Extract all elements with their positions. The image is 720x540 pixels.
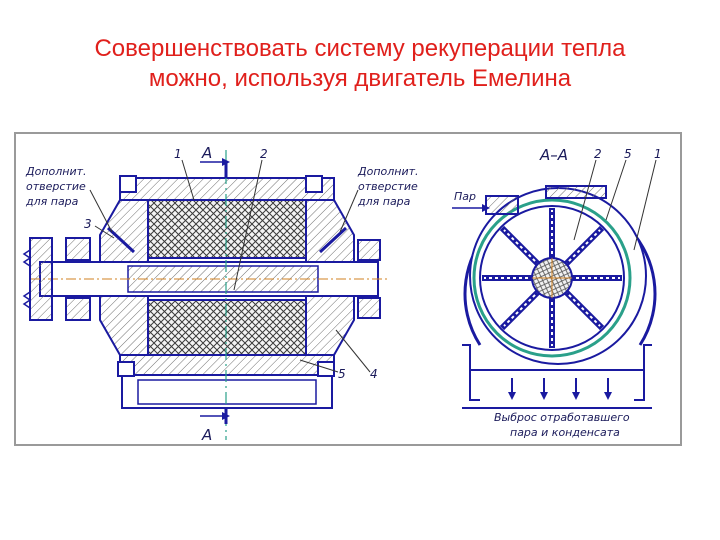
extra-steam-hole-left [106, 226, 136, 254]
label-extra-hole-right-1: Дополнит. [357, 165, 419, 178]
cross-section-view [452, 159, 657, 409]
bolt [317, 361, 335, 377]
lower-winding [147, 299, 307, 356]
label-extra-hole-right-2: отверстие [358, 180, 418, 193]
exhaust-arrows [511, 378, 609, 394]
section-title: А–А [539, 146, 568, 164]
right-bearing-top [357, 239, 381, 261]
callout-3: 3 [84, 217, 92, 231]
longitudinal-section-view [22, 150, 390, 440]
extra-steam-hole-right [318, 226, 348, 254]
callout-1-right: 1 [654, 147, 662, 161]
exhaust-label-1: Выброс отработавшего [494, 411, 630, 424]
left-bearing-top [65, 237, 91, 261]
top-casing [119, 177, 335, 201]
section-mark-top: А [201, 144, 212, 162]
exhaust-chamber [137, 379, 317, 405]
title-line-2: можно, используя двигатель Емелина [148, 65, 572, 92]
callout-4: 4 [370, 367, 378, 381]
callout-2: 2 [260, 147, 268, 161]
slide-title: Совершенствовать систему рекуперации теп… [0, 34, 720, 94]
pulley [29, 237, 53, 321]
right-bearing-bottom [357, 297, 381, 319]
section-mark-bottom: А [201, 426, 212, 444]
top-flange [545, 185, 607, 199]
left-bearing-bottom [65, 297, 91, 321]
steam-inlet [485, 195, 519, 215]
callout-5-right: 5 [624, 147, 632, 161]
label-extra-hole-left-2: отверстие [26, 180, 86, 193]
bottom-casing [119, 354, 335, 376]
label-extra-hole-left-1: Дополнит. [25, 165, 87, 178]
steam-label: Пар [454, 190, 476, 203]
title-line-1: Совершенствовать систему рекуперации теп… [94, 35, 626, 62]
exhaust-label-2: пара и конденсата [510, 426, 620, 439]
callout-1: 1 [174, 147, 182, 161]
bolt [305, 175, 323, 193]
callout-5: 5 [338, 367, 346, 381]
rotor-ring [472, 198, 632, 358]
label-extra-hole-right-3: для пара [357, 195, 411, 208]
label-extra-hole-left-3: для пара [25, 195, 79, 208]
upper-winding [147, 199, 307, 259]
bolt [117, 361, 135, 377]
callout-2-right: 2 [594, 147, 602, 161]
bolt [119, 175, 137, 193]
